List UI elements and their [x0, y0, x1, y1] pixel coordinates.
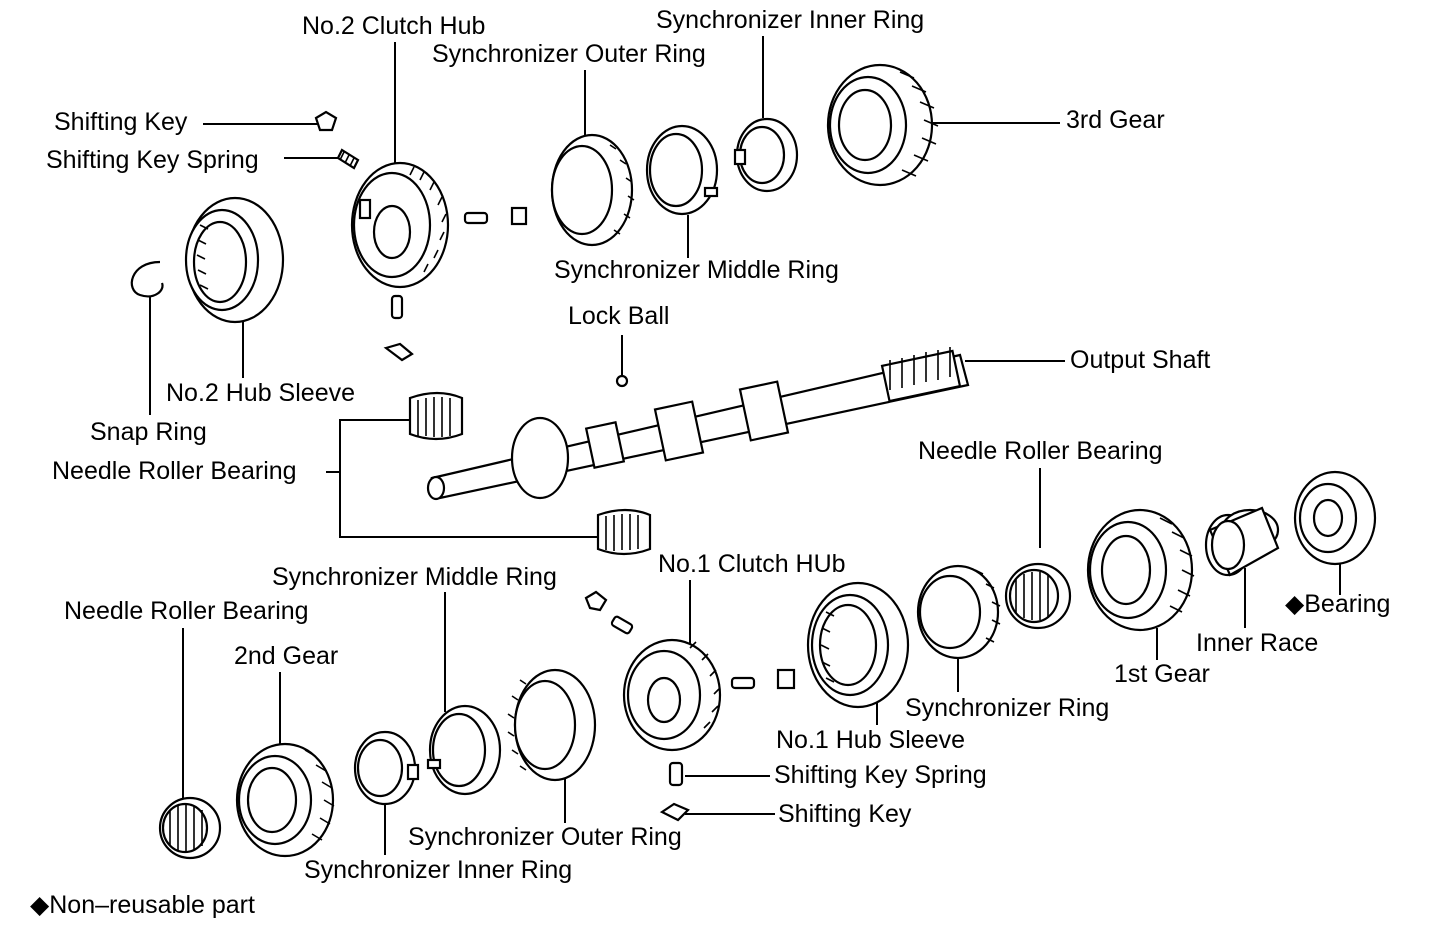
sync-outer-ring-bottom-part	[507, 668, 597, 782]
label-lock-ball: Lock Ball	[568, 302, 669, 330]
label-needle-roller-bearing-left: Needle Roller Bearing	[52, 457, 297, 485]
no1-hub-sleeve-part	[806, 581, 910, 709]
non-reusable-marker-bearing: ◆	[1285, 590, 1305, 618]
inner-race-part	[1204, 506, 1280, 577]
non-reusable-note-text: Non–reusable part	[49, 891, 255, 919]
sync-inner-ring-top-part	[733, 117, 799, 193]
label-first-gear: 1st Gear	[1114, 660, 1210, 688]
label-sync-middle-ring-bottom: Synchronizer Middle Ring	[272, 563, 557, 591]
hub-small-parts	[383, 206, 528, 362]
label-sync-inner-ring-bottom: Synchronizer Inner Ring	[304, 856, 572, 884]
label-needle-roller-bearing-bottom: Needle Roller Bearing	[64, 597, 309, 625]
sync-inner-ring-bottom-part	[353, 730, 420, 806]
labels: No.2 Clutch Hub Synchronizer Inner Ring …	[30, 6, 1390, 919]
label-needle-roller-bearing-right: Needle Roller Bearing	[918, 437, 1163, 465]
label-output-shaft: Output Shaft	[1070, 346, 1210, 374]
bearing-part	[1293, 470, 1377, 566]
third-gear-part	[826, 63, 939, 187]
label-no1-hub-sleeve: No.1 Hub Sleeve	[776, 726, 965, 754]
label-second-gear: 2nd Gear	[234, 642, 338, 670]
sync-middle-ring-bottom-part	[426, 704, 502, 796]
non-reusable-note: ◆Non–reusable part	[30, 891, 255, 919]
needle-roller-bearing-right-part	[1004, 562, 1072, 630]
label-sync-ring: Synchronizer Ring	[905, 694, 1109, 722]
shifting-key-top-part	[314, 110, 338, 132]
no2-clutch-hub-part	[350, 161, 450, 289]
label-inner-race: Inner Race	[1196, 629, 1318, 657]
snap-ring-part	[130, 260, 164, 298]
label-sync-inner-ring-top: Synchronizer Inner Ring	[656, 6, 924, 34]
label-bearing: ◆Bearing	[1285, 590, 1390, 618]
leader-lines	[149, 36, 1341, 855]
label-no1-clutch-hub: No.1 Clutch HUb	[658, 550, 846, 578]
label-no2-clutch-hub: No.2 Clutch Hub	[302, 12, 485, 40]
no1-clutch-hub-part	[622, 638, 722, 752]
label-shifting-key-spring-bottom: Shifting Key Spring	[774, 761, 987, 789]
sync-ring-part	[916, 564, 1001, 660]
label-sync-outer-ring-bottom: Synchronizer Outer Ring	[408, 823, 682, 851]
label-third-gear: 3rd Gear	[1066, 106, 1165, 134]
label-shifting-key-spring-top: Shifting Key Spring	[46, 146, 259, 174]
label-sync-middle-ring-top: Synchronizer Middle Ring	[554, 256, 839, 284]
lower-small-parts	[584, 590, 796, 822]
sync-middle-ring-top-part	[645, 124, 719, 216]
needle-roller-bearing-left-part	[408, 391, 464, 441]
needle-roller-bearing-lower-half-part	[596, 508, 652, 556]
output-shaft-part	[426, 347, 970, 501]
bearing-label-text: Bearing	[1304, 590, 1390, 618]
label-no2-hub-sleeve: No.2 Hub Sleeve	[166, 379, 355, 407]
second-gear-part	[235, 742, 335, 858]
label-shifting-key-top: Shifting Key	[54, 108, 188, 136]
non-reusable-marker-note: ◆	[30, 891, 50, 919]
shifting-key-spring-top-part	[336, 148, 360, 170]
needle-roller-bearing-bottom-part	[158, 796, 222, 860]
label-sync-outer-ring-top: Synchronizer Outer Ring	[432, 40, 706, 68]
label-shifting-key-bottom: Shifting Key	[778, 800, 912, 828]
no2-hub-sleeve-part	[184, 196, 285, 324]
first-gear-part	[1086, 508, 1195, 632]
sync-outer-ring-top-part	[550, 133, 635, 247]
label-snap-ring: Snap Ring	[90, 418, 207, 446]
